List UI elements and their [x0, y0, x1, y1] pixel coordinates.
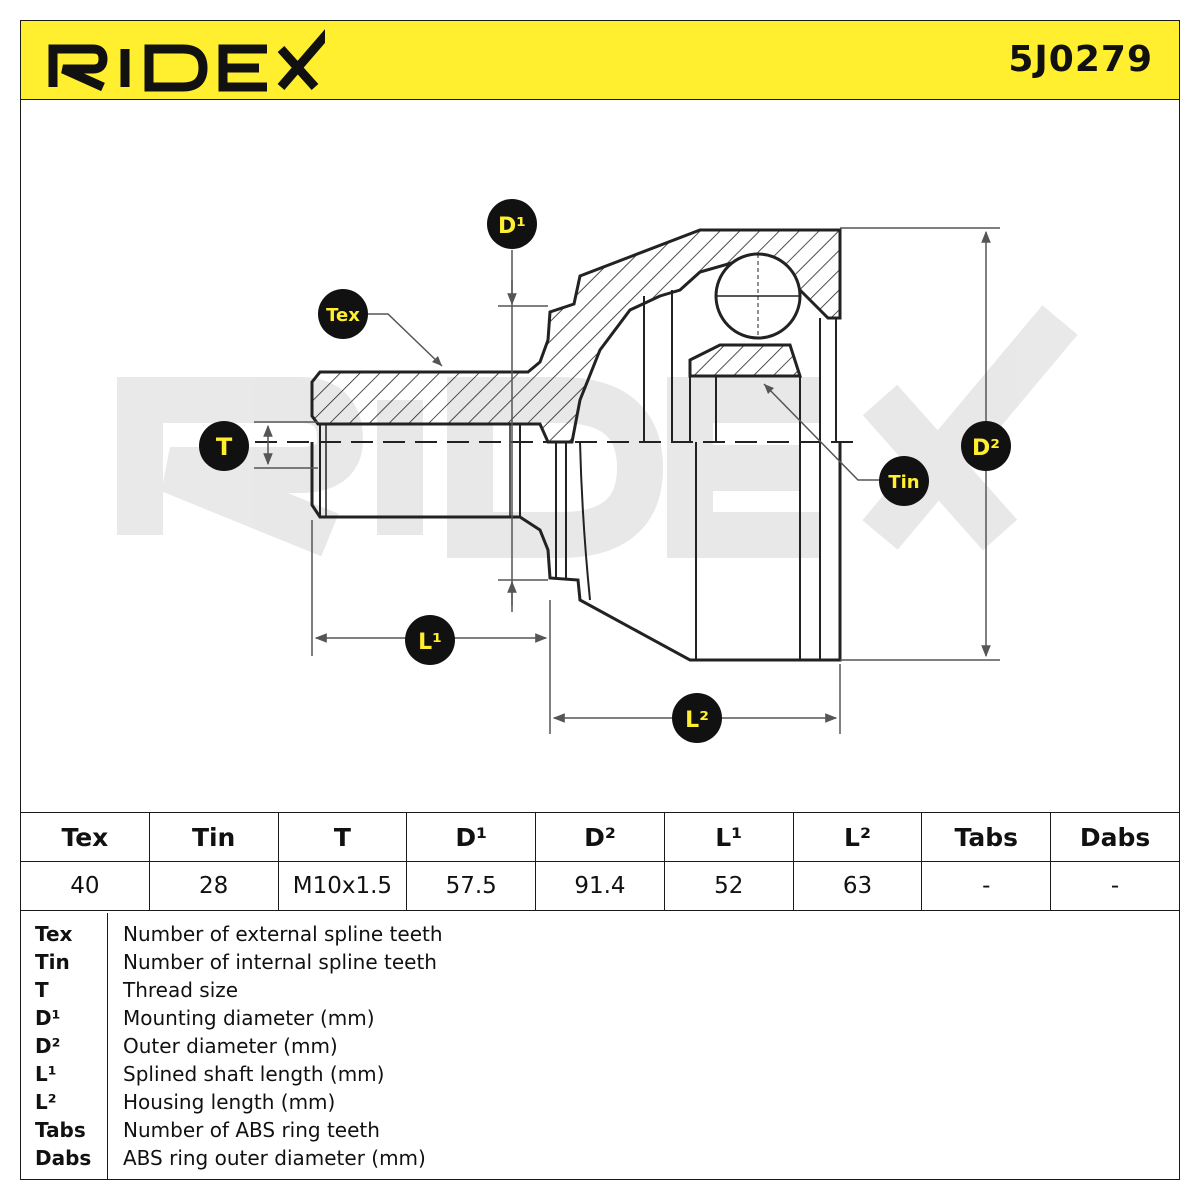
label-tex: Tex — [318, 289, 368, 339]
leader-tin — [763, 383, 880, 481]
legend-item: Dabs ABS ring outer diameter (mm) — [21, 1144, 1171, 1172]
spec-value-tabs: - — [921, 861, 1052, 911]
legend-description: Outer diameter (mm) — [123, 1034, 338, 1058]
legend-key: D² — [35, 1034, 61, 1058]
spec-header-tin: Tin — [148, 812, 279, 862]
spec-header-row: Tex Tin T D¹ D² L¹ L² Tabs Dabs — [20, 812, 1180, 862]
svg-text:D¹: D¹ — [498, 214, 526, 239]
legend-key: Dabs — [35, 1146, 92, 1170]
spec-header-d1: D¹ — [406, 812, 537, 862]
legend-item: D² Outer diameter (mm) — [21, 1032, 1171, 1060]
label-t: T — [199, 421, 249, 471]
legend-key: L² — [35, 1090, 57, 1114]
spec-header-tabs: Tabs — [921, 812, 1052, 862]
legend-description: Number of internal spline teeth — [123, 950, 437, 974]
spec-value-l1: 52 — [663, 861, 794, 911]
svg-text:Tin: Tin — [888, 472, 919, 493]
legend-item: D¹ Mounting diameter (mm) — [21, 1004, 1171, 1032]
spec-header-l1: L¹ — [663, 812, 794, 862]
svg-text:L²: L² — [685, 708, 709, 733]
label-l1: L¹ — [405, 615, 455, 665]
legend-key: D¹ — [35, 1006, 61, 1030]
legend: Tex Number of external spline teeth Tin … — [20, 913, 1180, 1180]
svg-text:Tex: Tex — [326, 305, 360, 326]
spec-value-d1: 57.5 — [406, 861, 537, 911]
dimension-d1 — [498, 250, 548, 612]
legend-item: L² Housing length (mm) — [21, 1088, 1171, 1116]
spec-value-tex: 40 — [20, 861, 150, 911]
legend-item: Tex Number of external spline teeth — [21, 920, 1171, 948]
legend-description: Splined shaft length (mm) — [123, 1062, 385, 1086]
spec-table: Tex Tin T D¹ D² L¹ L² Tabs Dabs 40 28 M1… — [20, 812, 1180, 911]
legend-key: T — [35, 978, 49, 1002]
legend-key: Tex — [35, 922, 73, 946]
leader-tex — [362, 313, 443, 367]
threaded-shaft — [310, 442, 842, 662]
legend-key: Tin — [35, 950, 70, 974]
legend-description: Number of external spline teeth — [123, 922, 443, 946]
spec-value-dabs: - — [1050, 861, 1180, 911]
spec-header-dabs: Dabs — [1050, 812, 1180, 862]
spec-header-t: T — [277, 812, 408, 862]
legend-item: T Thread size — [21, 976, 1171, 1004]
label-tin: Tin — [879, 456, 929, 506]
dimension-t — [254, 421, 318, 469]
spec-header-d2: D² — [535, 812, 665, 862]
svg-text:L¹: L¹ — [418, 630, 442, 655]
svg-text:T: T — [216, 433, 233, 461]
legend-key: Tabs — [35, 1118, 86, 1142]
part-number: 5J0279 — [1008, 39, 1153, 80]
spec-value-t: M10x1.5 — [277, 861, 408, 911]
cv-joint-diagram: D¹ Tex T D² Tin L¹ L² — [117, 199, 1078, 743]
svg-text:D²: D² — [972, 436, 1000, 461]
spec-header-tex: Tex — [20, 812, 150, 862]
label-l2: L² — [672, 693, 722, 743]
brand-logo — [48, 29, 325, 92]
inner-race-hatched — [688, 343, 803, 378]
legend-item: Tabs Number of ABS ring teeth — [21, 1116, 1171, 1144]
spec-value-tin: 28 — [148, 861, 279, 911]
legend-key: L¹ — [35, 1062, 57, 1086]
legend-description: Housing length (mm) — [123, 1090, 336, 1114]
label-d1: D¹ — [487, 199, 537, 249]
legend-description: Mounting diameter (mm) — [123, 1006, 375, 1030]
spec-value-row: 40 28 M10x1.5 57.5 91.4 52 63 - - — [20, 861, 1180, 911]
spec-value-d2: 91.4 — [535, 861, 665, 911]
legend-item: Tin Number of internal spline teeth — [21, 948, 1171, 976]
legend-description: Number of ABS ring teeth — [123, 1118, 380, 1142]
spec-header-l2: L² — [792, 812, 923, 862]
legend-description: ABS ring outer diameter (mm) — [123, 1146, 426, 1170]
spec-value-l2: 63 — [792, 861, 923, 911]
legend-divider — [107, 913, 108, 1179]
legend-item: L¹ Splined shaft length (mm) — [21, 1060, 1171, 1088]
header-bar: 5J0279 — [20, 20, 1180, 100]
legend-description: Thread size — [123, 978, 239, 1002]
label-d2: D² — [961, 421, 1011, 471]
